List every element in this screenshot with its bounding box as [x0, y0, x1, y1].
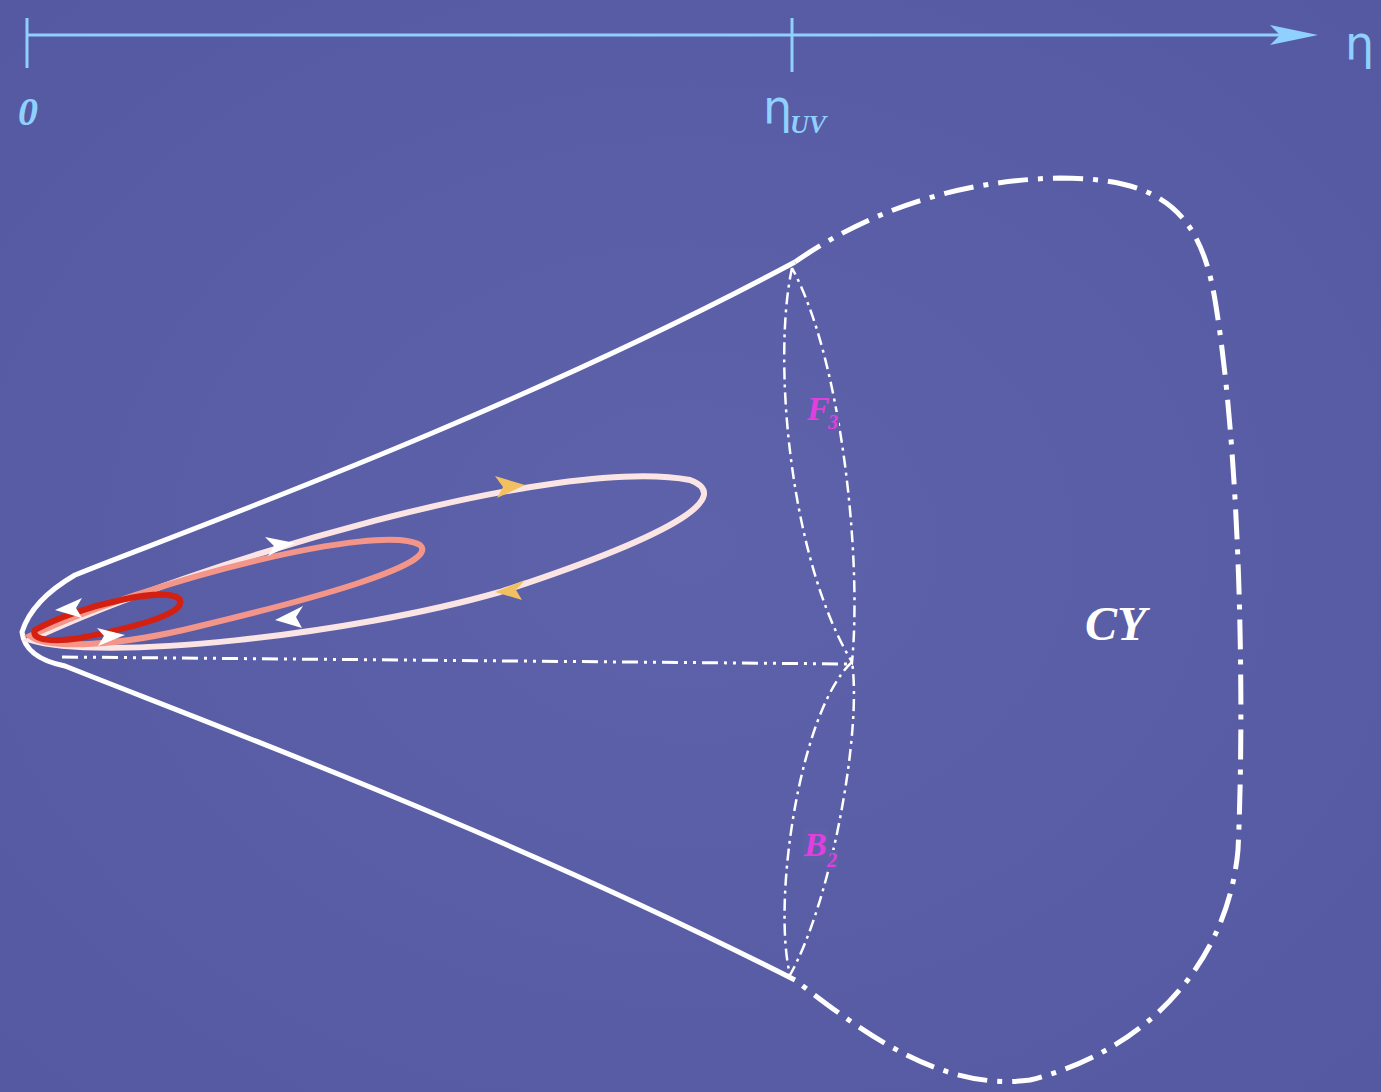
- eta-axis: [27, 34, 1290, 37]
- orbit-arrow: [265, 537, 295, 556]
- orbit-arrow: [495, 476, 525, 498]
- axis-label: η: [1345, 20, 1374, 66]
- cycle-label: B: [803, 828, 828, 862]
- orbit-arrow: [275, 606, 303, 628]
- cycle-subscript: 2: [826, 850, 838, 870]
- axis-tick: [791, 18, 794, 72]
- throat-wall: [22, 262, 795, 980]
- f3-cycle: [784, 268, 854, 662]
- b2-cycle: [785, 662, 854, 975]
- throat-axis: [62, 657, 852, 664]
- orbit-large: [30, 476, 704, 648]
- axis-tick-label: 0: [18, 92, 38, 132]
- axis-tick: [26, 18, 29, 68]
- axis-tick-subscript: UV: [790, 112, 826, 138]
- orbit-arrow: [55, 598, 82, 618]
- space-label: CY: [1085, 600, 1146, 648]
- cycle-subscript: 3: [827, 412, 839, 432]
- calabi-yau-outline: [795, 178, 1241, 1082]
- axis-tick-label: η: [763, 84, 792, 130]
- orbit-arrow: [97, 628, 125, 646]
- orbit-arrow: [495, 580, 525, 600]
- orbit-medium: [30, 540, 422, 644]
- axis-arrowhead: [1270, 25, 1318, 45]
